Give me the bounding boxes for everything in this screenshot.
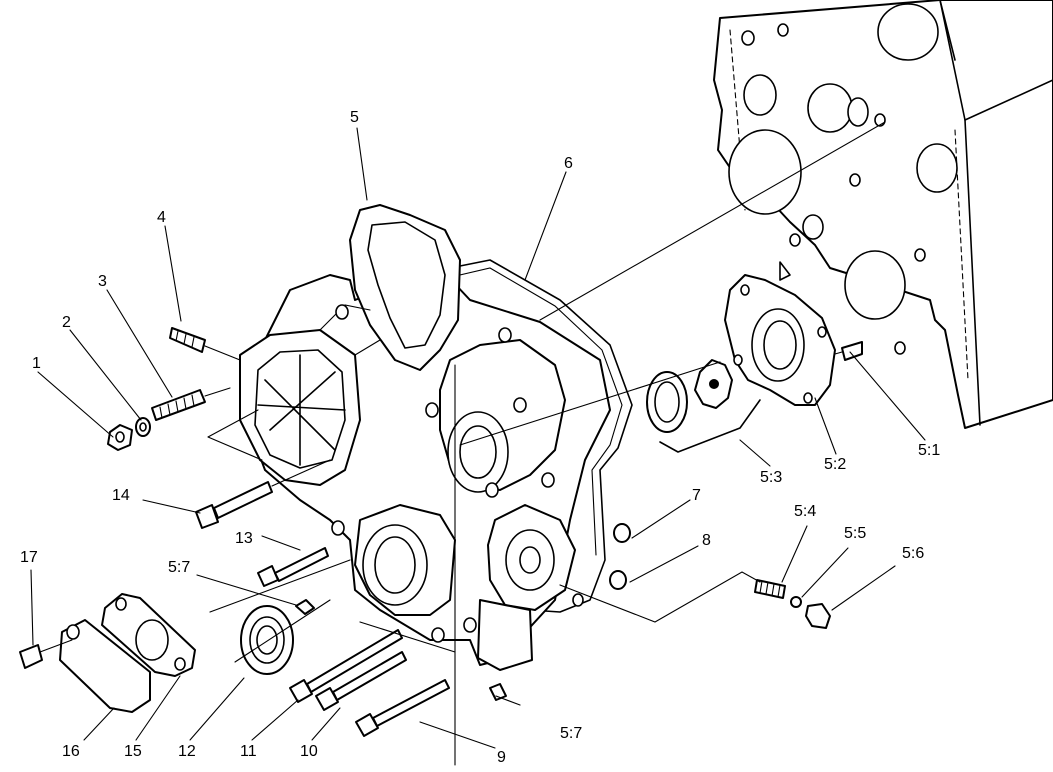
- left-fasteners: [107, 327, 241, 451]
- oil-pump-parts: [646, 274, 863, 453]
- assembly-lines: [207, 121, 886, 766]
- relief-valve-parts: [609, 523, 831, 629]
- callout-labels: 1 2 3 4 5 6 7 8 9 10 11 12 13 14 15 16 1…: [20, 109, 940, 766]
- timing-case: [239, 204, 633, 671]
- callout-2: 2: [62, 314, 71, 331]
- callout-3: 3: [98, 273, 107, 290]
- callout-9: 9: [497, 749, 506, 766]
- callout-5-6: 5:6: [902, 545, 924, 562]
- callout-5-1: 5:1: [918, 442, 940, 459]
- callout-10: 10: [300, 743, 318, 760]
- long-bolts: [289, 629, 507, 737]
- callout-13: 13: [235, 530, 253, 547]
- callout-5-7-upper: 5:7: [168, 559, 190, 576]
- lower-left-parts: [19, 459, 331, 713]
- callout-15: 15: [124, 743, 142, 760]
- callout-5-2: 5:2: [824, 456, 846, 473]
- callout-5-3: 5:3: [760, 469, 782, 486]
- callout-16: 16: [62, 743, 80, 760]
- callout-5-5: 5:5: [844, 525, 866, 542]
- leader-lines: [30, 127, 926, 749]
- callout-8: 8: [702, 532, 711, 549]
- callout-11: 11: [240, 743, 257, 760]
- callout-5: 5: [350, 109, 359, 126]
- callout-5-7-lower: 5:7: [560, 725, 582, 742]
- callout-7: 7: [692, 487, 701, 504]
- callout-12: 12: [178, 743, 196, 760]
- callout-14: 14: [112, 487, 130, 504]
- callout-6: 6: [564, 155, 573, 172]
- callout-4: 4: [157, 209, 166, 226]
- callout-5-4: 5:4: [794, 503, 816, 520]
- callout-17: 17: [20, 549, 38, 566]
- callout-1: 1: [32, 355, 41, 372]
- engine-block: [713, 0, 1053, 429]
